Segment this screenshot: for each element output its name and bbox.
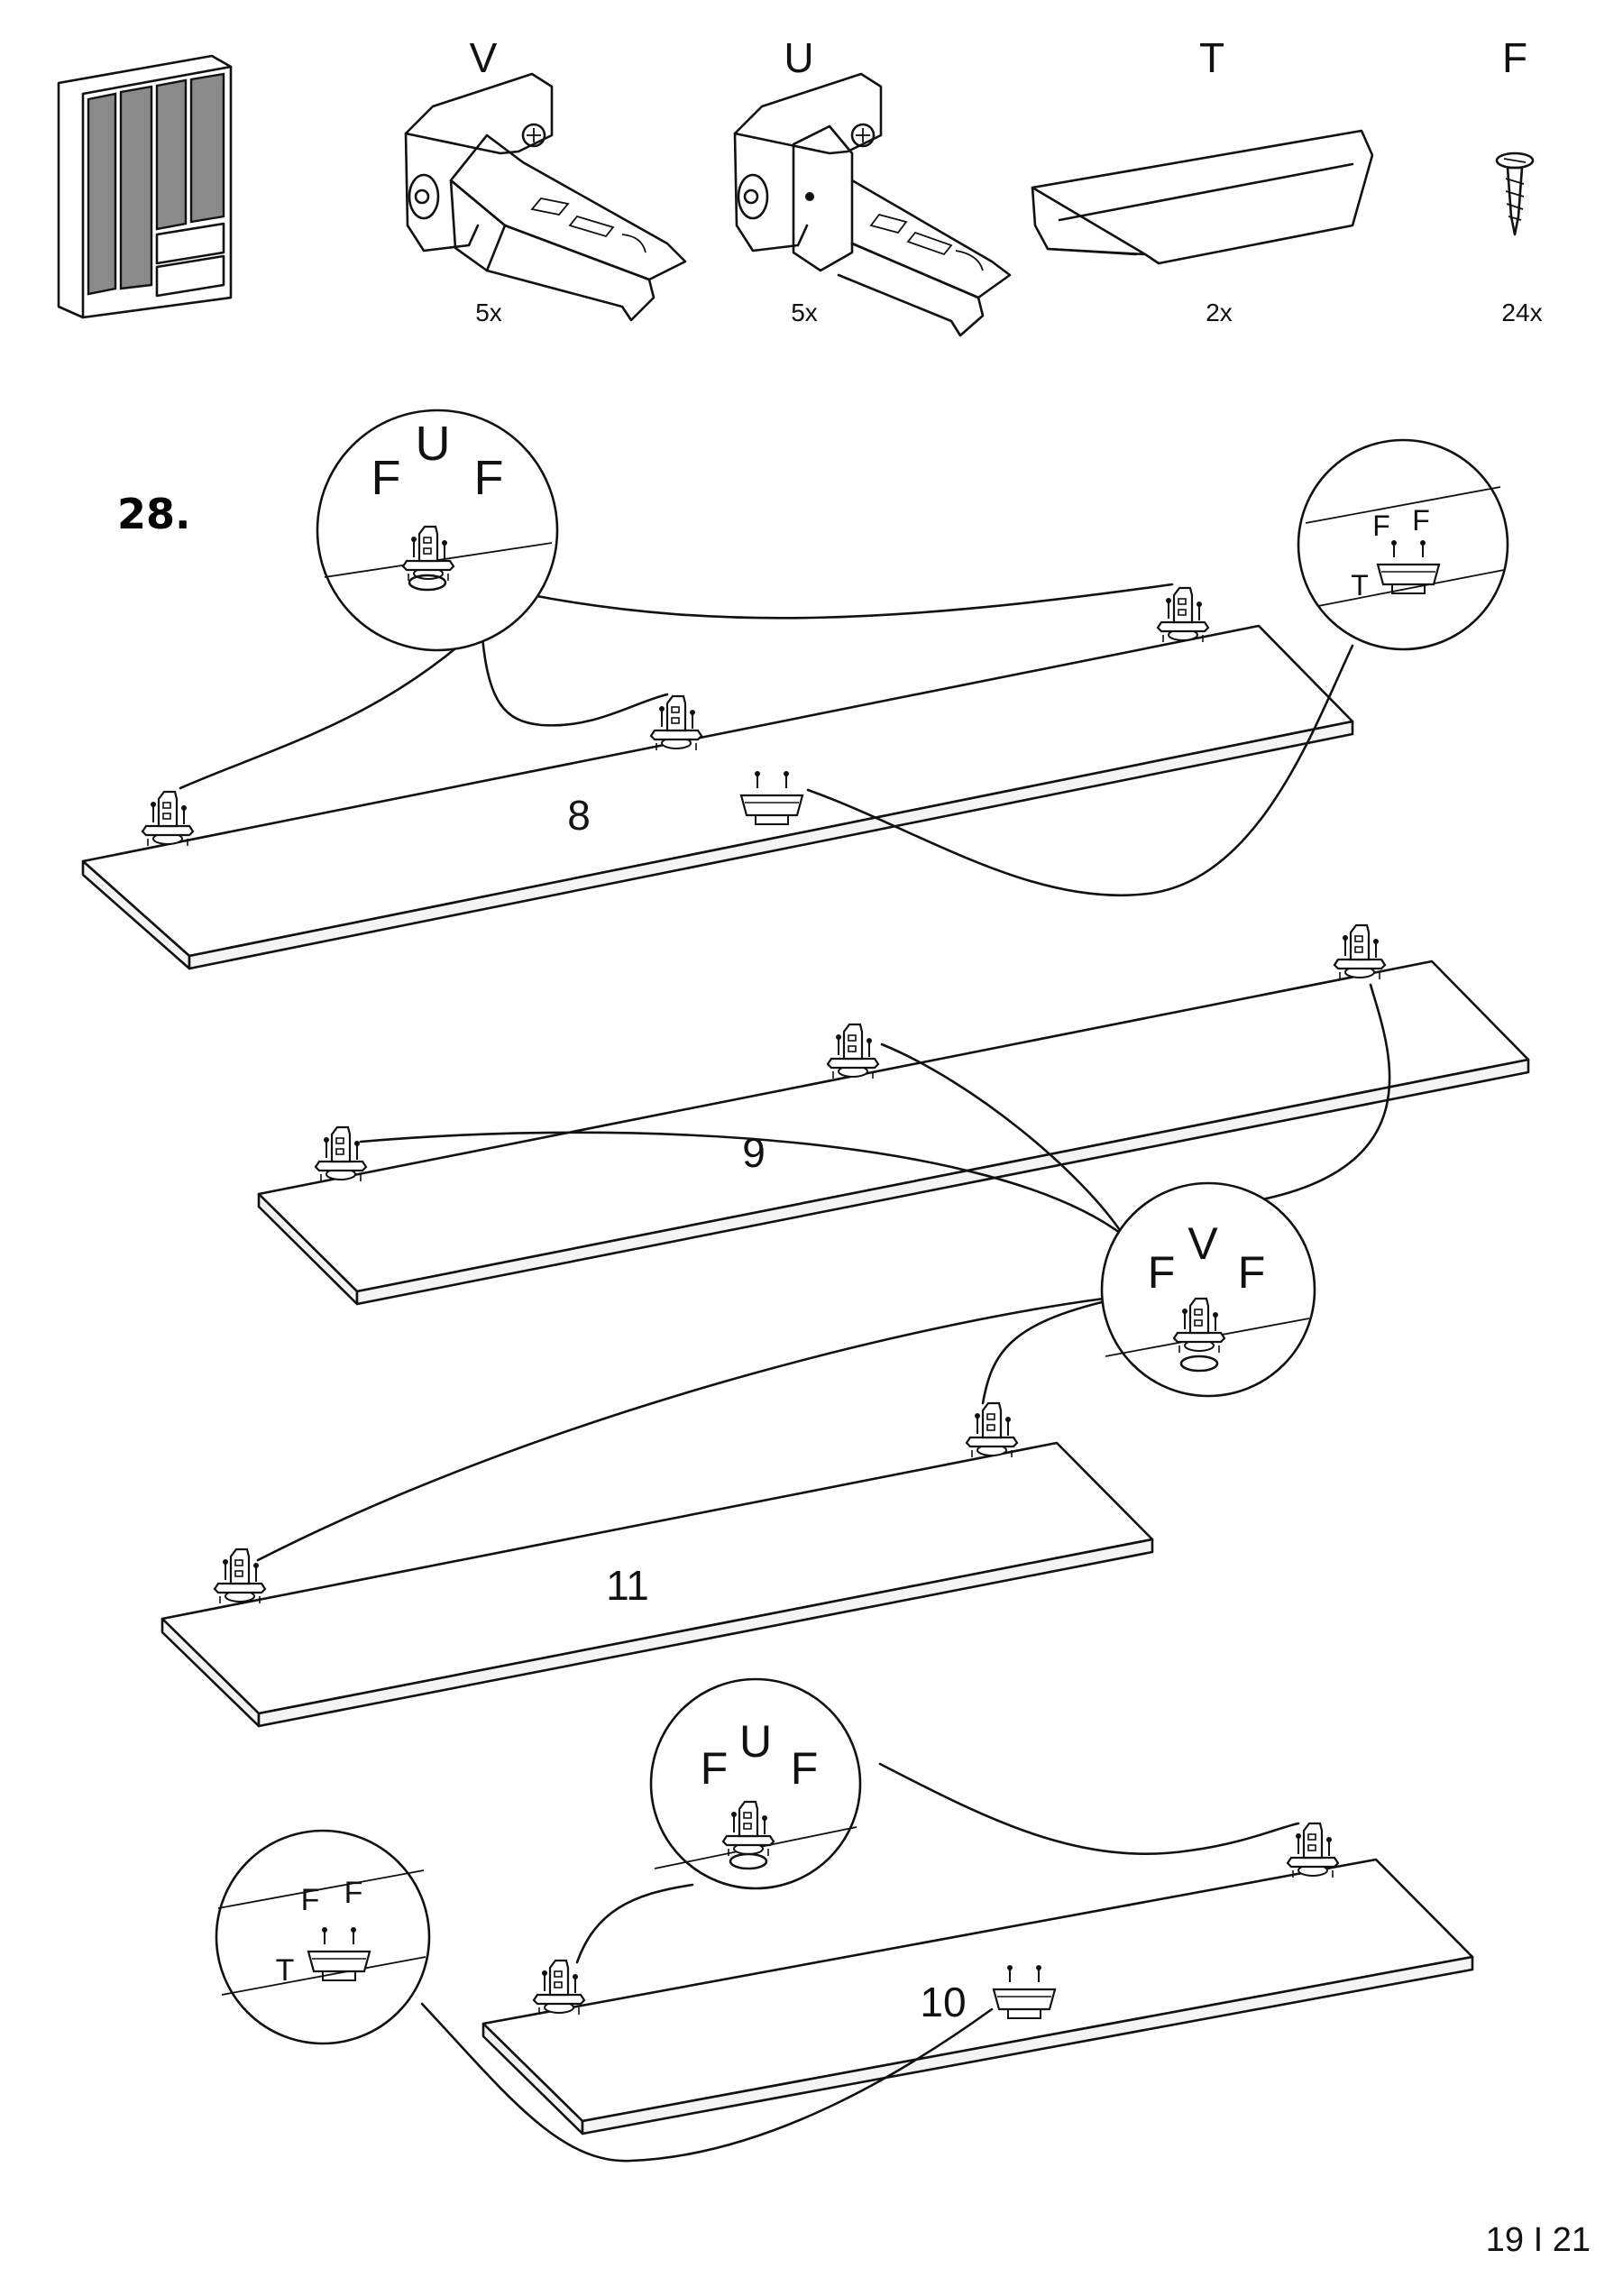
callout-t-f2: F: [1412, 504, 1430, 537]
part-qty-u: 5x: [791, 298, 818, 326]
part-letter-t: T: [1199, 34, 1224, 81]
panel-11-hinge-1: [213, 1548, 267, 1605]
callout-f-right: F: [474, 451, 504, 505]
callout-t2-f1: F: [301, 1883, 320, 1917]
hinge-v-icon: V 5x: [404, 34, 687, 326]
callout-u: U: [416, 417, 451, 471]
panel-10: 10: [481, 1858, 1474, 2135]
panel-9: 9: [257, 960, 1530, 1306]
part-letter-f: F: [1502, 34, 1527, 81]
part-qty-v: 5x: [475, 298, 502, 326]
callout-v-f-right: F: [1238, 1247, 1266, 1298]
panel-8: 8: [81, 624, 1354, 970]
callout-t2-f2: F: [344, 1876, 363, 1910]
part-qty-t: 2x: [1206, 298, 1233, 326]
handle-icon: T 2x: [1031, 34, 1374, 326]
part-letter-u: U: [784, 34, 813, 81]
callout-u2-f-right: F: [791, 1743, 819, 1794]
callout-hinge-u-top: F U F: [316, 409, 559, 652]
wardrobe-icon: [57, 54, 233, 319]
callout-t-f1: F: [1372, 510, 1390, 542]
panel-8-hinge-3: [1156, 586, 1210, 644]
callout-u2-f-left: F: [701, 1743, 729, 1794]
step-number: 28.: [117, 490, 191, 538]
panel-9-hinge-2: [826, 1023, 880, 1080]
panel-8-hinge-1: [141, 790, 195, 848]
callout-handle-t-bottom: F F T: [215, 1829, 431, 2045]
callout-f-left: F: [371, 451, 401, 505]
callout-u2: U: [739, 1716, 772, 1767]
panel-label-11: 11: [606, 1562, 649, 1609]
screw-icon: F 24x: [1495, 34, 1543, 326]
panel-label-10: 10: [920, 1979, 966, 2025]
page-number: 19 I 21: [1486, 2221, 1591, 2259]
callout-v: V: [1187, 1218, 1218, 1269]
callout-t-letter: T: [1351, 569, 1369, 602]
part-qty-f: 24x: [1501, 298, 1542, 326]
callout-hinge-u-bottom: F U F: [649, 1677, 862, 1890]
callout-v-f-left: F: [1148, 1247, 1176, 1298]
callout-t2-letter: T: [276, 1953, 295, 1988]
part-letter-v: V: [470, 34, 498, 81]
panel-11: 11: [160, 1441, 1154, 1728]
callout-leader-lines: [179, 583, 1391, 2163]
panel-label-9: 9: [742, 1129, 766, 1176]
hinge-u-icon: U 5x: [733, 34, 1012, 337]
callout-handle-t-top: F F T: [1297, 438, 1509, 651]
panel-11-hinge-2: [965, 1401, 1019, 1459]
panel-label-8: 8: [567, 792, 591, 839]
callout-hinge-v-mid: F V F: [1100, 1181, 1316, 1398]
